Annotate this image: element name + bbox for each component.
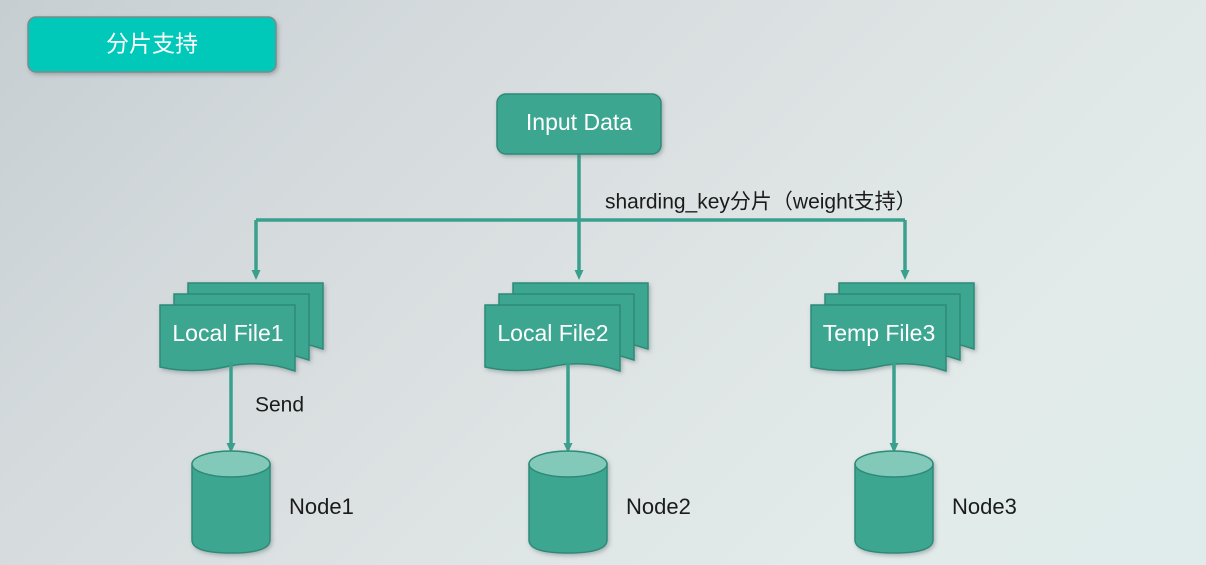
node1-cylinder-body [191, 463, 271, 554]
file3-sheet-front [810, 304, 947, 373]
node2-label: Node2 [626, 494, 691, 519]
title-badge[interactable]: 分片支持 [27, 16, 277, 73]
node-database-2[interactable] [528, 450, 608, 554]
connector-group-sharding: sharding_key分片（weight支持） [251, 153, 917, 280]
connector-send-label: Send [255, 394, 304, 417]
title-badge-shape [27, 16, 277, 73]
node2-cylinder-top [528, 450, 608, 478]
node-file-1[interactable]: Local File1 [159, 282, 324, 373]
node3-label: Node3 [952, 494, 1017, 519]
node1-label: Node1 [289, 494, 354, 519]
node-file-2[interactable]: Local File2 [484, 282, 649, 373]
input-data-shape [496, 93, 662, 155]
title-badge-label: 分片支持 [106, 31, 198, 57]
node3-cylinder-body [854, 463, 934, 554]
file2-label: Local File2 [497, 320, 608, 346]
connector-sharding-label: sharding_key分片（weight支持） [605, 191, 917, 214]
node3-cylinder-top [854, 450, 934, 478]
node-input-data[interactable]: Input Data [496, 93, 662, 155]
node-database-1[interactable] [191, 450, 271, 554]
file1-sheet-front [159, 304, 296, 373]
node2-cylinder-body [528, 463, 608, 554]
node-database-3[interactable] [854, 450, 934, 554]
file3-label: Temp File3 [823, 320, 935, 346]
connector-group-send: Send [226, 362, 899, 453]
input-data-label: Input Data [526, 109, 632, 135]
file1-label: Local File1 [172, 320, 283, 346]
file2-sheet-front [484, 304, 621, 373]
node-file-3[interactable]: Temp File3 [810, 282, 975, 373]
node1-cylinder-top [191, 450, 271, 478]
